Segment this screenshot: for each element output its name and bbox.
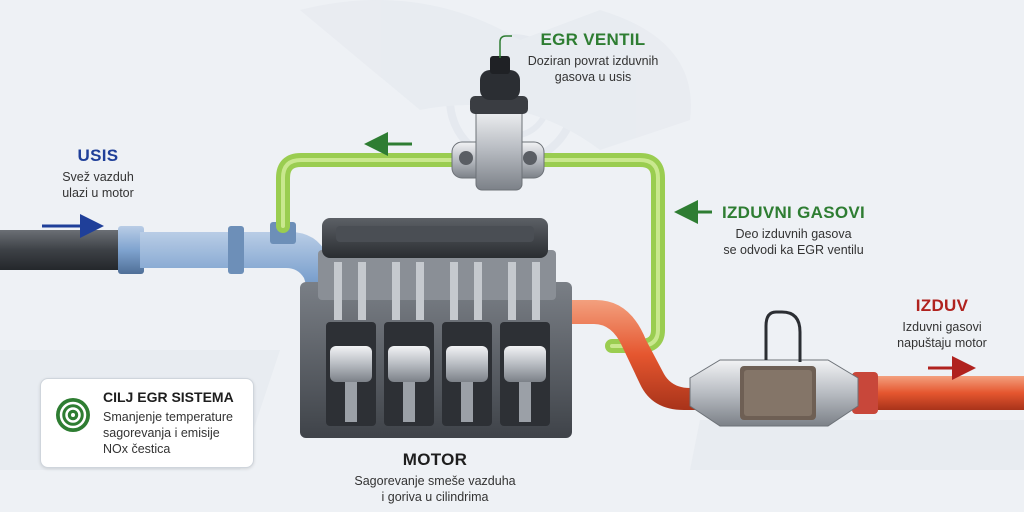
motor-desc-line2: i goriva u cilindrima <box>381 490 489 504</box>
egr-goal-line3: NOx čestica <box>103 442 171 456</box>
intake-description: Svež vazduh ulazi u motor <box>38 169 158 201</box>
target-icon <box>56 398 90 432</box>
egr-valve-label: EGR VENTIL Doziran povrat izduvnih gasov… <box>508 30 678 85</box>
exhaust-out-desc-line1: Izduvni gasovi <box>902 320 982 334</box>
intake-pipe <box>0 222 344 322</box>
egr-desc-line2: gasova u usis <box>554 70 632 84</box>
exhaust-out-description: Izduvni gasovi napuštaju motor <box>882 319 1002 351</box>
exhaust-gases-description: Deo izduvnih gasova se odvodi ka EGR ven… <box>706 226 881 258</box>
motor-label: MOTOR Sagorevanje smeše vazduha i goriva… <box>330 450 540 505</box>
intake-label: USIS Svež vazduh ulazi u motor <box>38 146 158 201</box>
intake-title: USIS <box>77 146 119 165</box>
egr-valve-title: EGR VENTIL <box>540 30 646 49</box>
exhaust-out-label: IZDUV Izduvni gasovi napuštaju motor <box>882 296 1002 351</box>
egr-desc-line1: Doziran povrat izduvnih <box>527 54 659 68</box>
exhaust-gases-title: IZDUVNI GASOVI <box>721 203 866 222</box>
motor-title: MOTOR <box>402 450 468 469</box>
egr-goal-title: CILJ EGR SISTEMA <box>103 389 234 405</box>
catalytic-converter <box>689 310 859 427</box>
egr-goal-line2: sagorevanja i emisije <box>103 426 220 440</box>
exhaust-out-desc-line2: napuštaju motor <box>897 336 987 350</box>
motor-desc-line1: Sagorevanje smeše vazduha <box>354 474 516 488</box>
egr-valve-description: Doziran povrat izduvnih gasova u usis <box>508 53 678 85</box>
exhaust-out-title: IZDUV <box>915 296 969 315</box>
egr-callout-line <box>499 35 512 58</box>
cylinders <box>326 322 550 426</box>
engine-block <box>300 218 572 438</box>
exhaust-gases-desc-line2: se odvodi ka EGR ventilu <box>723 243 864 257</box>
exhaust-gases-desc-line1: Deo izduvnih gasova <box>735 227 852 241</box>
egr-valve <box>451 56 545 191</box>
motor-description: Sagorevanje smeše vazduha i goriva u cil… <box>330 473 540 505</box>
intake-desc-line1: Svež vazduh <box>62 170 134 184</box>
intake-desc-line2: ulazi u motor <box>62 186 134 200</box>
egr-goal-card: CILJ EGR SISTEMA Smanjenje temperature s… <box>40 378 254 468</box>
exhaust-gases-label: IZDUVNI GASOVI Deo izduvnih gasova se od… <box>706 203 881 258</box>
egr-goal-line1: Smanjenje temperature <box>103 410 233 424</box>
egr-goal-text: Smanjenje temperature sagorevanja i emis… <box>103 409 249 457</box>
